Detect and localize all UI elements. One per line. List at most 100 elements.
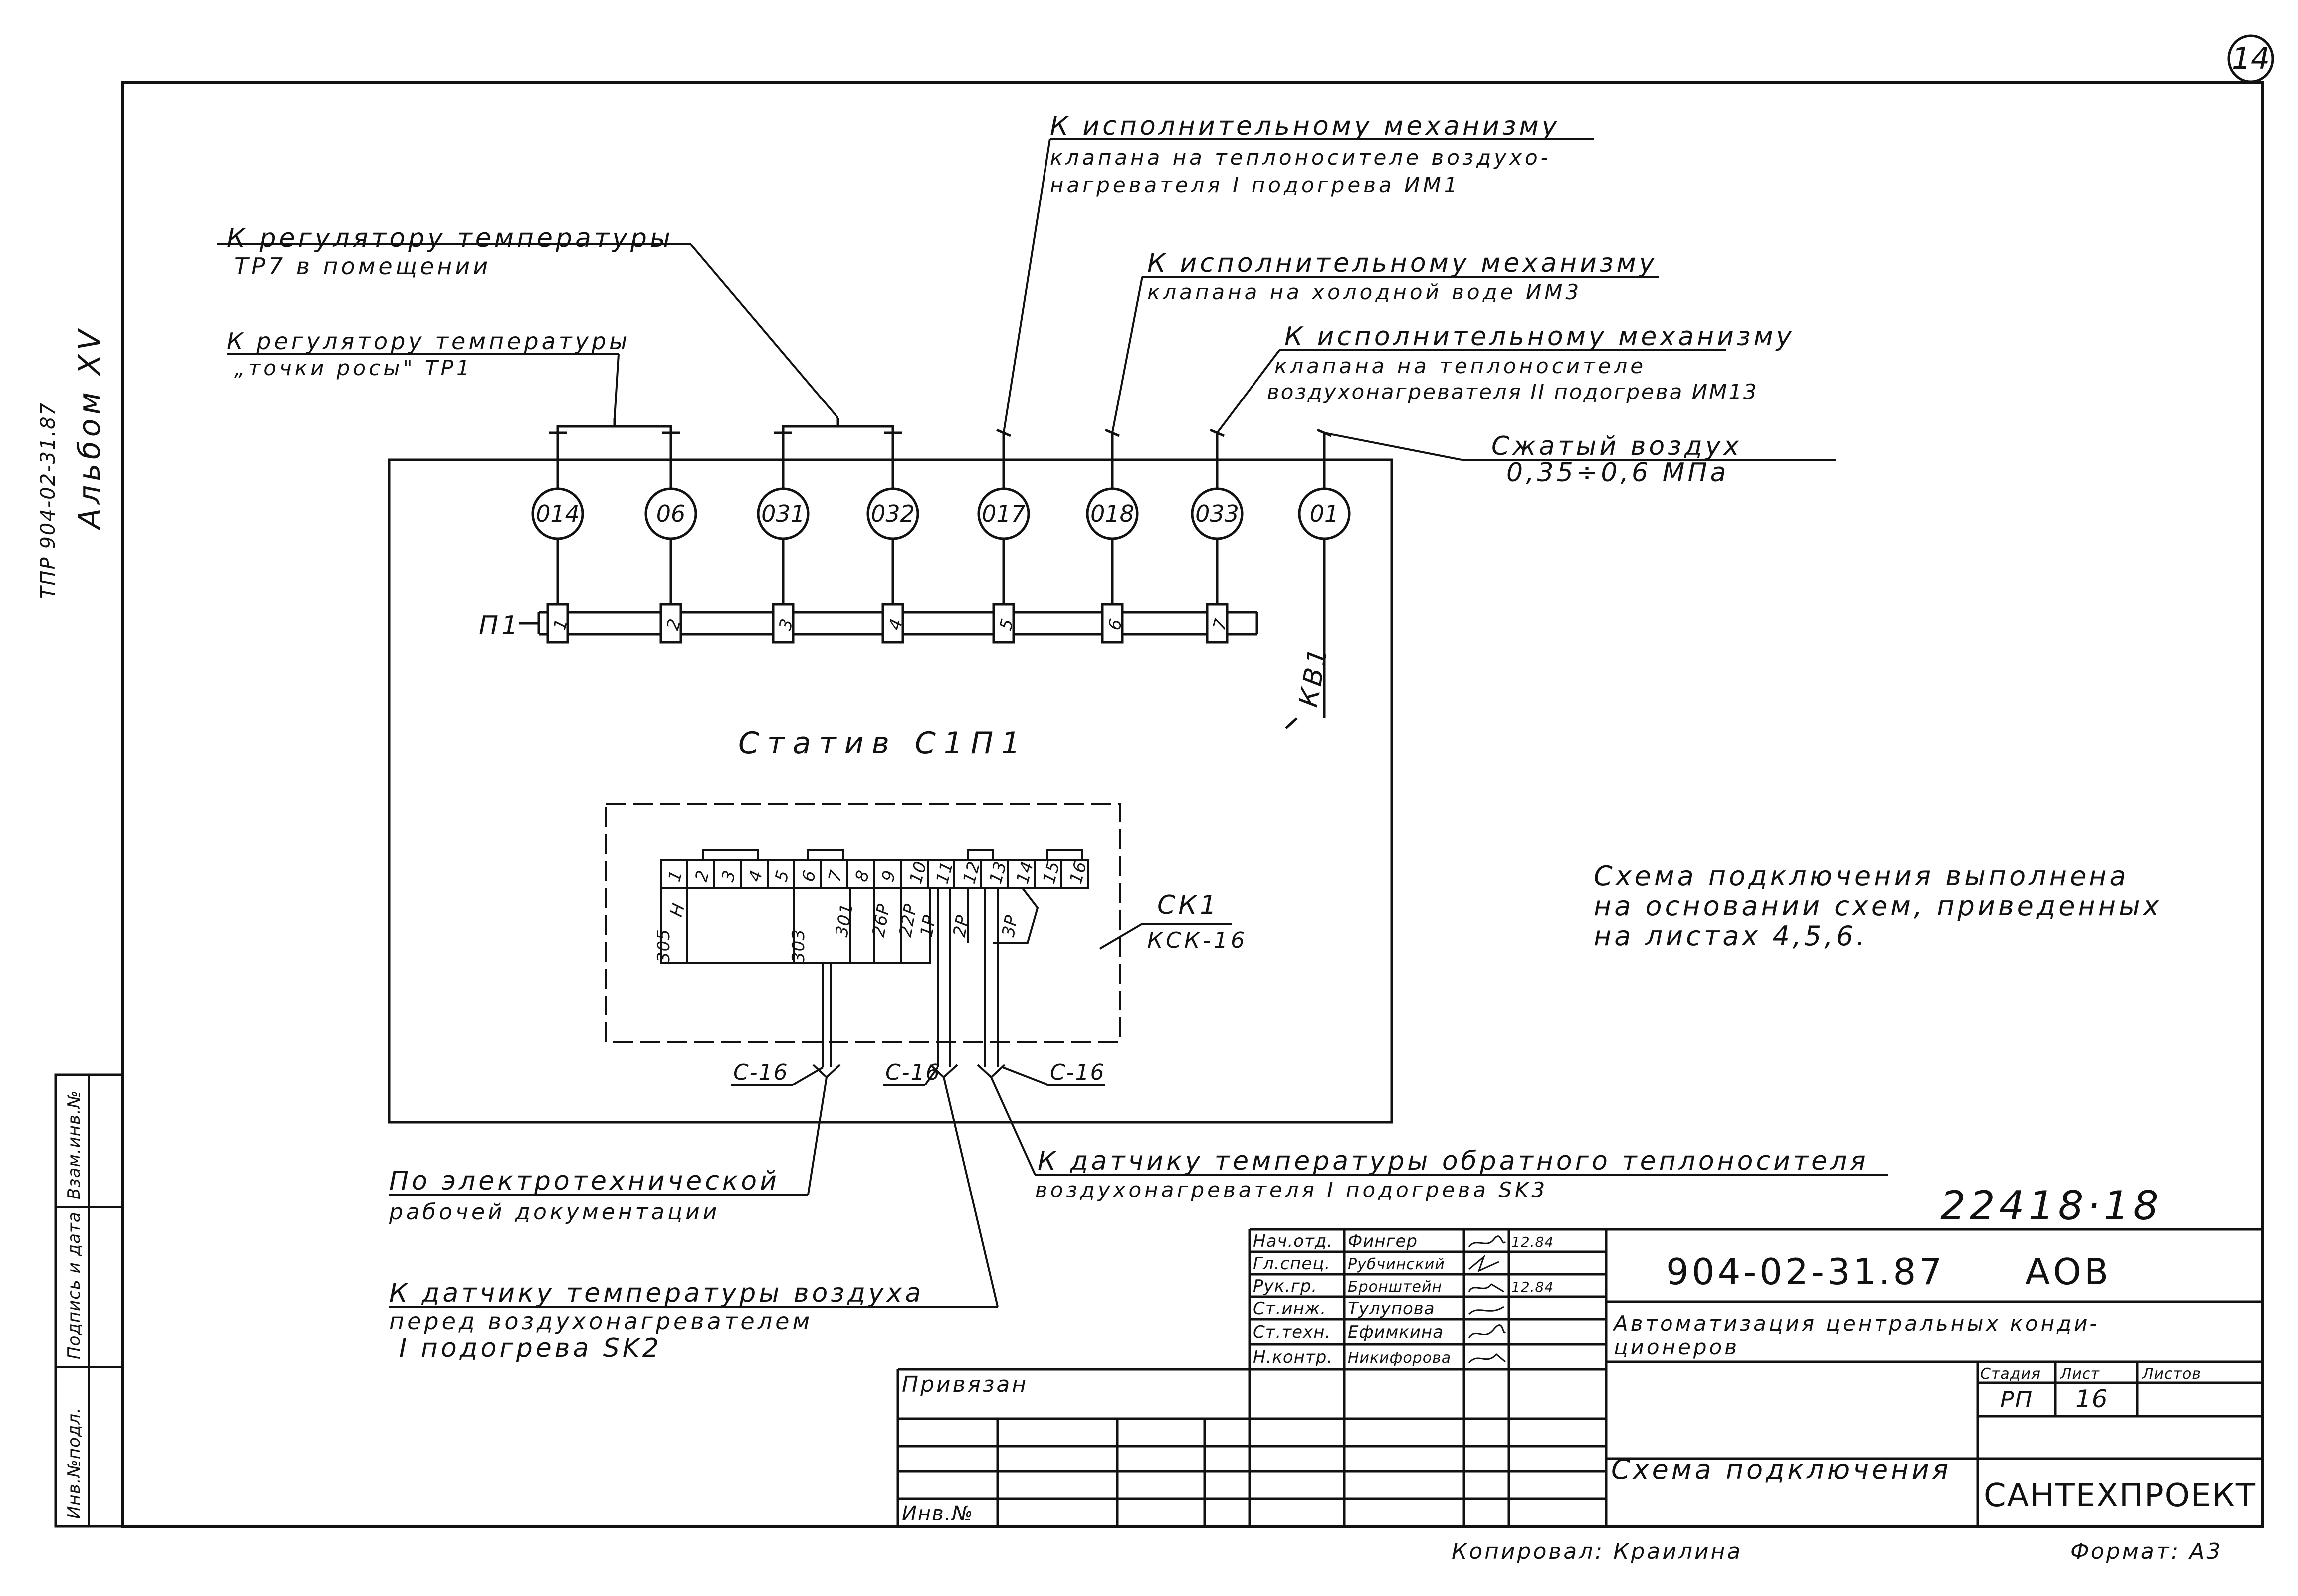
signatures [1468, 1235, 1506, 1364]
tube-label: 303 [789, 929, 809, 963]
tb-role: Ст.техн. [1253, 1322, 1331, 1342]
valve-label: КВ1 [1294, 643, 1334, 709]
feed-lines [549, 418, 1332, 491]
valve-mark [1285, 717, 1298, 729]
circle-label: 06 [656, 500, 686, 527]
tube-lines [556, 536, 1326, 718]
callout-reg-tp7-line1: К регулятору температуры [227, 223, 673, 253]
tb-role: Н.контр. [1253, 1347, 1333, 1367]
tb-sheet: 16 [2075, 1385, 2109, 1413]
tube-label: 2Р [949, 913, 973, 938]
circle-018 [1086, 487, 1139, 540]
callout-reg-tp7-line2: ТР7 в помещении [234, 253, 491, 280]
circle-033 [1191, 487, 1244, 540]
pin-number: 8 [851, 868, 873, 884]
leader-lines [217, 138, 1836, 461]
callout-sk2-line1: К датчику температуры воздуха [389, 1278, 924, 1308]
callout-sk2-line2: перед воздухонагревателем [389, 1308, 813, 1335]
tb-project-line2: ционеров [1614, 1335, 1739, 1359]
cable-label: С-16 [885, 1060, 941, 1085]
tb-name: Рубчинский [1348, 1256, 1445, 1273]
note-line3: на листах 4,5,6. [1594, 920, 1868, 952]
tube-label: 26Р [868, 902, 894, 939]
tb-name: Фингер [1348, 1231, 1418, 1251]
pin-number: 4 [745, 868, 767, 884]
callout-im1-line3: нагревателя I подогрева ИМ1 [1050, 173, 1460, 197]
circle-label: 018 [1090, 500, 1134, 527]
callout-sk2-line3: I подогрева SK2 [399, 1333, 662, 1363]
pin-number: 6 [798, 868, 820, 884]
tb-project-line1: Автоматизация центральных конди- [1612, 1311, 2100, 1336]
circle-06 [644, 487, 697, 540]
side-sign-date-label: Подпись и дата [64, 1211, 84, 1359]
callout-im13-line2: клапана на теплоносителе [1274, 354, 1646, 378]
instrument-circles [531, 487, 1351, 540]
circle-label: 032 [871, 500, 915, 527]
pin-number: 2 [691, 868, 713, 884]
circle-label: 017 [982, 500, 1026, 527]
tb-stage: РП [2000, 1386, 2033, 1413]
circle-label: 01 [1310, 500, 1339, 527]
connector-terminals [660, 849, 1089, 1079]
callout-sk3-line1: К датчику температуры обратного теплонос… [1038, 1146, 1869, 1176]
circle-031 [757, 487, 810, 540]
callout-reg-tp1-line1: К регулятору температуры [227, 328, 630, 355]
tb-name: Ефимкина [1348, 1322, 1444, 1342]
stand-title: Статив С1П1 [738, 726, 1028, 761]
callout-el-line2: рабочей документации [389, 1199, 720, 1225]
pin-number: 7 [825, 868, 846, 884]
tb-sheets-header: Листов [2142, 1365, 2201, 1383]
callout-sk3-line2: воздухонагревателя I подогрева SK3 [1035, 1178, 1548, 1202]
side-doc-code: ТПР 904-02-31.87 [37, 402, 60, 598]
callout-im3-line2: клапана на холодной воде ИМ3 [1147, 280, 1582, 304]
tube-label: 3Р [998, 913, 1022, 938]
circle-label: 031 [761, 500, 805, 527]
circle-label: 014 [536, 500, 580, 527]
tb-doc-number: 904-02-31.87 [1666, 1251, 1945, 1293]
footer-format: Формат: А3 [2070, 1539, 2222, 1564]
circle-017 [977, 487, 1030, 540]
page-number: 14 [2232, 41, 2270, 76]
tb-date: 12.84 [1511, 1234, 1554, 1250]
cable-label-lines [731, 1066, 1105, 1086]
tb-name: Никифорова [1348, 1349, 1451, 1367]
pin-number: 1 [664, 868, 686, 884]
callout-im1-line2: клапана на теплоносителе воздухо- [1050, 145, 1551, 170]
tb-role: Рук.гр. [1253, 1276, 1317, 1296]
manifold-taps [546, 603, 1229, 644]
tb-org: САНТЕХПРОЕКТ [1984, 1477, 2256, 1514]
circle-014 [531, 487, 584, 540]
tb-sheet-title: Схема подключения [1611, 1454, 1951, 1485]
connector-leader [1099, 923, 1143, 950]
circle-032 [866, 487, 919, 540]
pin-number: 5 [771, 868, 793, 884]
archive-number: 22418·18 [1940, 1183, 2163, 1229]
page-number-circle [2227, 34, 2274, 83]
tube-label: 1Р [916, 913, 940, 938]
cable-label: С-16 [1050, 1060, 1105, 1085]
side-album: Альбом XV [72, 326, 107, 531]
callout-el-line1: По электротехнической [389, 1166, 780, 1196]
pin-number: 3 [718, 868, 740, 884]
callout-im3-line1: К исполнительному механизму [1147, 248, 1658, 278]
note-line2: на основании схем, приведенных [1594, 890, 2162, 922]
tb-date: 12.84 [1511, 1279, 1554, 1295]
footer-copied: Копировал: Краилина [1452, 1539, 1742, 1564]
callout-im1-line1: К исполнительному механизму [1050, 111, 1560, 141]
tb-stage-header: Стадия [1980, 1365, 2041, 1383]
tb-name: Тулупова [1348, 1299, 1435, 1319]
side-vzam-inv-label: Взам.инв.№ [64, 1090, 84, 1199]
sheet-frame [121, 81, 2264, 1528]
tube-label: 301 [832, 902, 857, 939]
side-stamp-strip [54, 1073, 124, 1528]
tube-label: 305 [654, 929, 674, 963]
tb-inv-no: Инв.№ [902, 1502, 974, 1525]
tb-name: Бронштейн [1348, 1278, 1442, 1296]
cable-label: С-16 [733, 1060, 789, 1085]
circle-label: 033 [1195, 500, 1239, 527]
callout-air-line2: 0,35÷0,6 МПа [1506, 458, 1729, 488]
connector-type: КСК-16 [1147, 928, 1248, 953]
side-inv-orig-label: Инв.№подл. [64, 1407, 84, 1519]
tb-role: Нач.отд. [1253, 1231, 1333, 1251]
